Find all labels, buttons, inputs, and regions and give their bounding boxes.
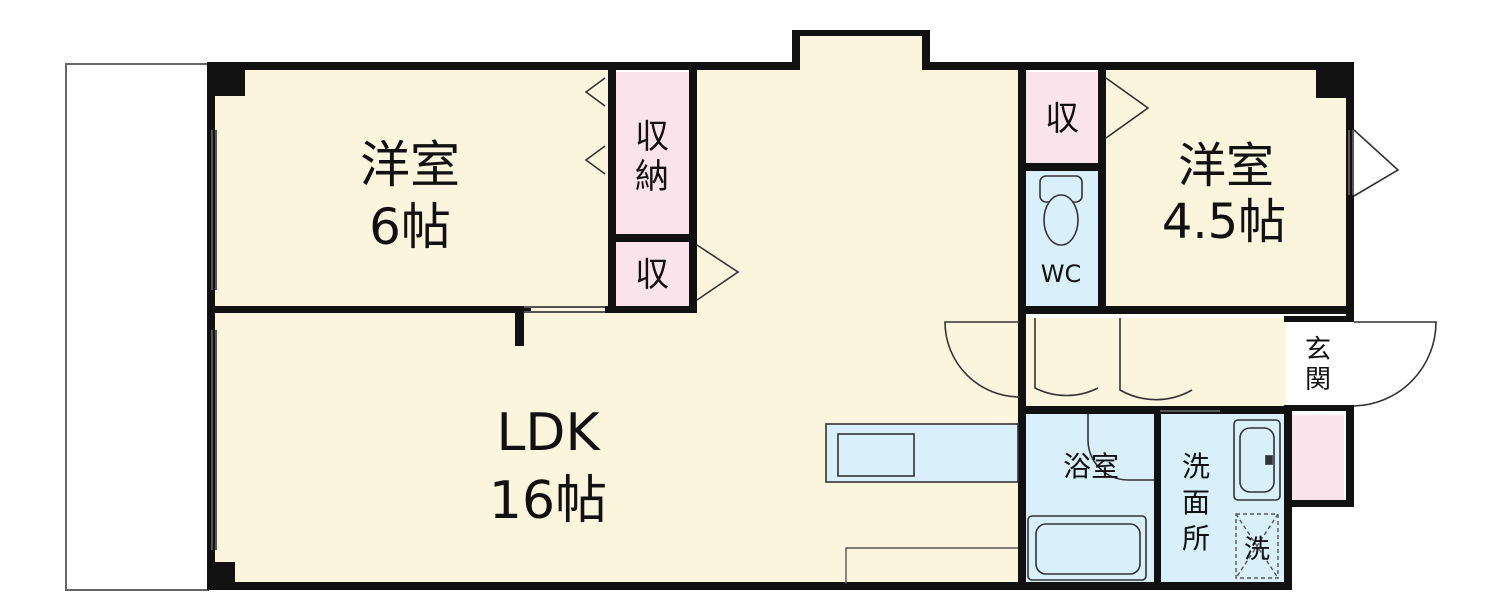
storage-small-a-label: 収 [635,255,669,295]
ldk-size: 16帖 [489,471,607,531]
entrance-label-2: 関 [1305,365,1331,395]
wc-label: WC [1041,260,1082,288]
hall-floor [1021,318,1286,410]
storage-small-b-label: 収 [1045,99,1079,139]
western-room-6-size: 6帖 [369,198,451,256]
washer-area [1235,513,1279,579]
wash-basin-fixture [1233,419,1281,501]
western-room-45-floor [1103,68,1347,308]
washroom-label-3: 所 [1182,522,1210,555]
washroom-label-2: 面 [1182,486,1210,519]
door-swings [584,77,1437,481]
balcony [65,63,209,591]
kitchen-counter [825,423,1019,584]
storage-small-b-floor [1022,72,1100,164]
bathroom-label: 浴室 [1063,450,1119,483]
western-room-45-name: 洋室 [1178,138,1274,194]
western-room-6-name: 洋室 [360,136,460,194]
ldk-name: LDK [496,403,601,463]
storage-large-label-2: 納 [635,157,669,197]
entrance-storage-floor [1290,415,1344,500]
bay-window [800,34,924,68]
walls [207,30,1354,590]
western-room-6-floor [213,68,611,311]
corridor-floor [695,68,1021,318]
storage-large-label-1: 収 [635,117,669,157]
windows [211,130,1354,550]
washer-label: 洗 [1244,535,1270,565]
storage-small-a-floor [614,242,692,306]
entrance-floor [1290,318,1344,410]
entrance-label-1: 玄 [1305,335,1331,365]
storage-large-floor [614,72,692,237]
washroom-label-1: 洗 [1182,450,1210,483]
toilet-fixture [1039,175,1083,246]
bathtub-fixture [1027,515,1147,581]
western-room-45-size: 4.5帖 [1162,194,1286,250]
